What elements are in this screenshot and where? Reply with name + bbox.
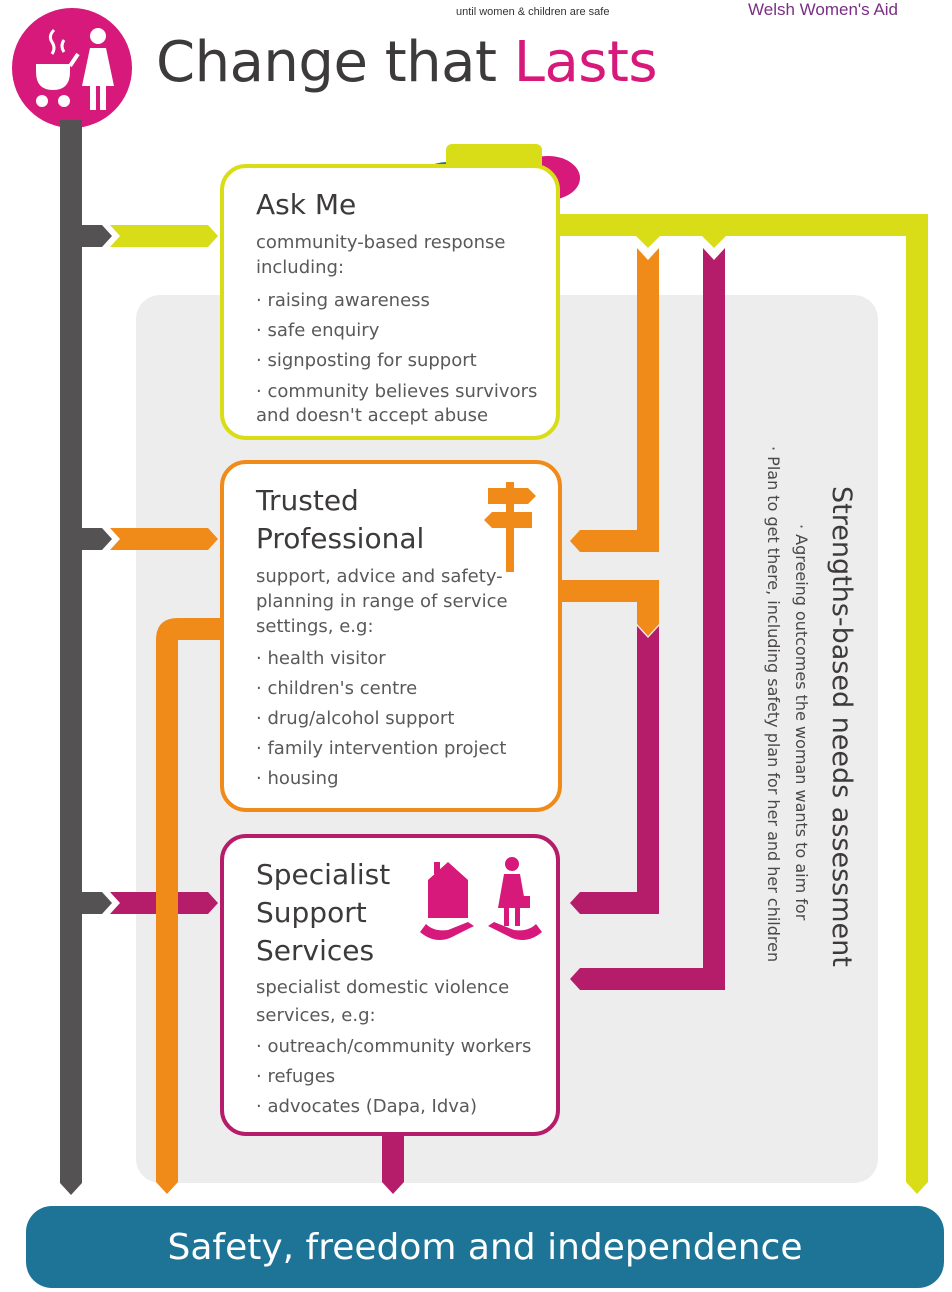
assessment-heading: Strengths-based needs assessment: [826, 486, 857, 967]
logo-badge: [12, 8, 132, 128]
specialist-description: specialist domestic violence services, e…: [256, 977, 510, 1026]
list-item: refuges: [256, 1062, 531, 1092]
arrow-to-trusted: [110, 528, 218, 550]
organisation-name: Welsh Women's Aid: [748, 0, 899, 19]
ask-me-card: Ask Me community-based response includin…: [220, 164, 560, 440]
orange-out-line: [562, 580, 659, 636]
trusted-title-line2: Professional: [256, 522, 425, 555]
list-item: safe enquiry: [256, 316, 546, 346]
list-item: signposting for support: [256, 346, 546, 376]
specialist-title-line3: Services: [256, 934, 375, 967]
list-item: community believes survivors and doesn't…: [256, 380, 546, 428]
assessment-bullet-1: · Agreeing outcomes the woman wants to a…: [792, 524, 811, 921]
title-part2: Lasts: [513, 30, 658, 95]
house-hands-icon: [420, 857, 542, 940]
ask-me-title: Ask Me: [256, 188, 357, 221]
signpost-icon: [484, 482, 536, 572]
specialist-title-line2: Support: [256, 896, 367, 929]
goal-banner: Safety, freedom and independence: [26, 1206, 944, 1288]
goal-text: Safety, freedom and independence: [167, 1226, 803, 1268]
arrow-to-ask-me: [110, 225, 218, 247]
title-part1: Change that: [156, 30, 497, 95]
list-item: health visitor: [256, 644, 506, 674]
list-item: children's centre: [256, 674, 506, 704]
trusted-professional-card: Trusted Professional support, advice and…: [220, 460, 562, 812]
list-item: advocates (Dapa, Idva): [256, 1092, 531, 1122]
ask-me-list: raising awareness safe enquiry signposti…: [256, 286, 546, 428]
list-item: drug/alcohol support: [256, 704, 506, 734]
magenta-short-line: [570, 640, 659, 914]
assessment-bullet-2: · Plan to get there, including safety pl…: [764, 446, 783, 963]
orange-down-line: [156, 618, 222, 1194]
list-item: outreach/community workers: [256, 1032, 531, 1062]
orange-return-line: [570, 262, 659, 552]
tagline: until women & children are safe: [456, 6, 610, 18]
main-trunk-line: [60, 120, 82, 1195]
specialist-down-stub: [382, 1134, 404, 1194]
magenta-long-line: [570, 262, 725, 990]
trusted-description: support, advice and safety-planning in r…: [256, 566, 508, 637]
list-item: family intervention project: [256, 734, 506, 764]
specialist-title-line1: Specialist: [256, 858, 391, 891]
page-title: Change that Lasts: [156, 30, 658, 95]
trusted-title-line1: Trusted: [256, 484, 359, 517]
trusted-list: health visitor children's centre drug/al…: [256, 644, 506, 794]
ask-me-description: community-based response including:: [256, 232, 506, 278]
list-item: housing: [256, 764, 506, 794]
mother-child-icon: [36, 28, 114, 110]
list-item: raising awareness: [256, 286, 546, 316]
lime-right-line: [560, 214, 928, 1194]
specialist-services-card: Specialist Support Services specialist d…: [220, 834, 560, 1136]
specialist-list: outreach/community workers refuges advoc…: [256, 1032, 531, 1122]
